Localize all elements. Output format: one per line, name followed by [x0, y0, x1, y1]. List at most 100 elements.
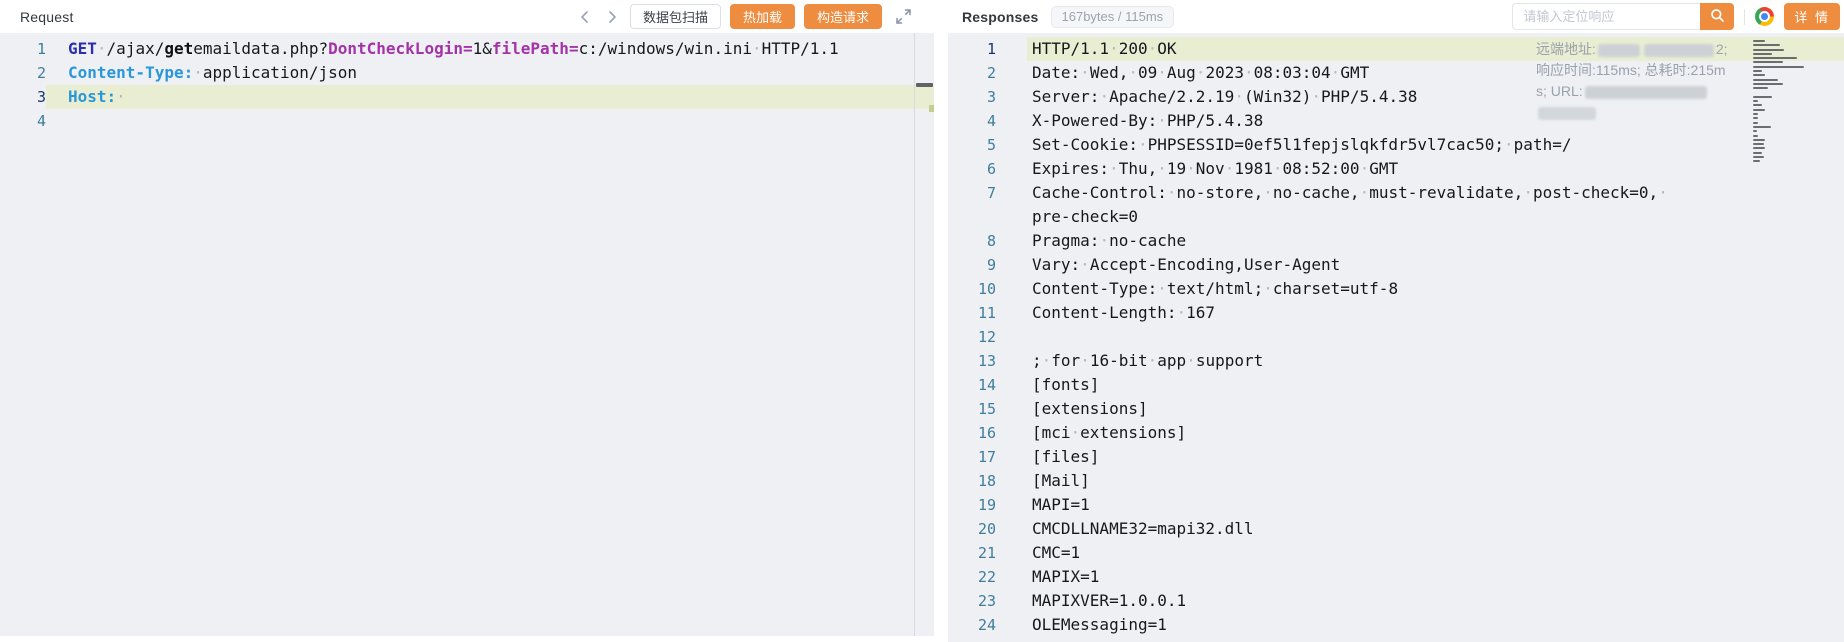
minimap-line	[1753, 151, 1762, 154]
line-content: CMC=1	[1032, 543, 1081, 562]
chevron-right-icon[interactable]	[603, 8, 621, 26]
line-content: CMCDLLNAME32=mapi32.dll	[1032, 519, 1254, 538]
redacted-block	[1584, 85, 1707, 99]
overview-ruler	[914, 33, 934, 636]
code-line[interactable]: 13;·for·16-bit·app·support	[948, 349, 1844, 373]
minimap-line	[1753, 87, 1768, 90]
code-line[interactable]: 16[mci·extensions]	[948, 421, 1844, 445]
minimap-line	[1753, 65, 1804, 68]
line-content: X-Powered-By:·PHP/5.4.38	[1032, 111, 1264, 130]
response-meta-overlay: 远端地址:2; 响应时间:115ms; 总耗时:215m s; URL:	[1536, 39, 1748, 123]
request-title: Request	[20, 8, 74, 25]
line-content	[1027, 325, 1844, 349]
minimap-line	[1753, 138, 1765, 141]
line-content: Host:·	[46, 85, 934, 109]
code-line[interactable]: 10 Content-Type:·text/html;·charset=utf-8	[948, 277, 1844, 301]
line-number: 19	[977, 496, 996, 514]
packet-scan-button[interactable]: 数据包扫描	[629, 4, 721, 29]
responses-panel: Responses 167bytes / 115ms 详 情 1HTTP/1.1…	[948, 0, 1844, 642]
line-content: Date:·Wed,·09·Aug·2023·08:03:04·GMT	[1032, 63, 1370, 82]
code-line[interactable]: 12	[948, 325, 1844, 349]
url-line: s; URL:	[1536, 81, 1748, 102]
line-number: 10	[977, 280, 996, 298]
line-content: Content-Type:·text/html;·charset=utf-8	[1032, 279, 1399, 298]
request-toolbar: 数据包扫描 热加载 构造请求	[576, 4, 912, 29]
line-content	[46, 109, 934, 133]
line-number: 17	[977, 448, 996, 466]
line-number: 14	[977, 376, 996, 394]
chrome-browser-icon[interactable]	[1755, 7, 1775, 26]
minimap-line	[1753, 134, 1758, 137]
minimap-line	[1753, 61, 1783, 64]
remote-address-line: 远端地址:2;	[1536, 41, 1728, 57]
line-content: [extensions]	[1032, 399, 1148, 418]
redacted-line	[1536, 102, 1748, 123]
minimap-line	[1753, 52, 1772, 55]
code-line[interactable]: 14[fonts]	[948, 373, 1844, 397]
line-content: Expires:·Thu,·19·Nov·1981·08:52:00·GMT	[1032, 159, 1399, 178]
line-content: [mci·extensions]	[1032, 423, 1187, 442]
request-editor[interactable]: 1 GET·/ajax/getemaildata.php?DontCheckLog…	[0, 33, 934, 642]
minimap-line	[1753, 160, 1760, 163]
minimap-line	[1753, 147, 1765, 150]
line-number: 20	[977, 520, 996, 538]
code-line[interactable]: 19 MAPI=1	[948, 493, 1844, 517]
line-number: 15	[977, 400, 996, 418]
fullscreen-expand-icon[interactable]	[895, 8, 912, 25]
minimap-line	[1753, 48, 1784, 51]
line-number: 6	[986, 160, 996, 178]
code-line[interactable]: 20 CMCDLLNAME32=mapi32.dll	[948, 517, 1844, 541]
hot-reload-button[interactable]: 热加载	[729, 4, 795, 29]
minimap-line	[1753, 108, 1765, 111]
code-line[interactable]: pre-check=0	[948, 205, 1844, 229]
request-code: 1 GET·/ajax/getemaildata.php?DontCheckLog…	[0, 37, 934, 133]
line-number: 2	[36, 64, 46, 82]
line-number: 8	[986, 232, 996, 250]
minimap-line	[1753, 104, 1762, 107]
search-input[interactable]	[1512, 3, 1701, 30]
minimap-line	[1753, 113, 1758, 116]
horizontal-scrollbar-track[interactable]	[0, 636, 934, 642]
line-number: 18	[977, 472, 996, 490]
line-number: 5	[986, 136, 996, 154]
minimap-line	[1753, 95, 1772, 98]
line-content: MAPI=1	[1032, 495, 1090, 514]
redacted-block	[1597, 43, 1640, 57]
code-line[interactable]: 18 [Mail]	[948, 469, 1844, 493]
build-request-button[interactable]: 构造请求	[803, 4, 882, 29]
highlight-marker	[929, 105, 934, 112]
code-line[interactable]: 6 Expires:·Thu,·19·Nov·1981·08:52:00·GMT	[948, 157, 1844, 181]
line-number: 4	[986, 112, 996, 130]
code-line[interactable]: 15 [extensions]	[948, 397, 1844, 421]
line-number: 24	[977, 616, 996, 634]
chevron-left-icon[interactable]	[576, 8, 594, 26]
code-line[interactable]: 17[files]	[948, 445, 1844, 469]
search-button[interactable]	[1700, 3, 1735, 30]
line-number: 12	[977, 328, 996, 346]
code-line[interactable]: 4	[0, 109, 934, 133]
line-number: 1	[36, 40, 46, 58]
scrollbar-thumb[interactable]	[916, 83, 933, 87]
minimap[interactable]	[1753, 40, 1841, 165]
line-content: [Mail]	[1032, 471, 1090, 490]
code-line[interactable]: 4 X-Powered-By:·PHP/5.4.38	[948, 109, 1844, 133]
line-content: ;·for·16-bit·app·support	[1032, 351, 1264, 370]
request-header: Request 数据包扫描 热加载 构造请求	[0, 0, 934, 33]
detail-button[interactable]: 详 情	[1784, 3, 1840, 30]
code-line[interactable]: 1 GET·/ajax/getemaildata.php?DontCheckLog…	[0, 37, 934, 61]
line-content: GET·/ajax/getemaildata.php?DontCheckLogi…	[68, 39, 839, 58]
